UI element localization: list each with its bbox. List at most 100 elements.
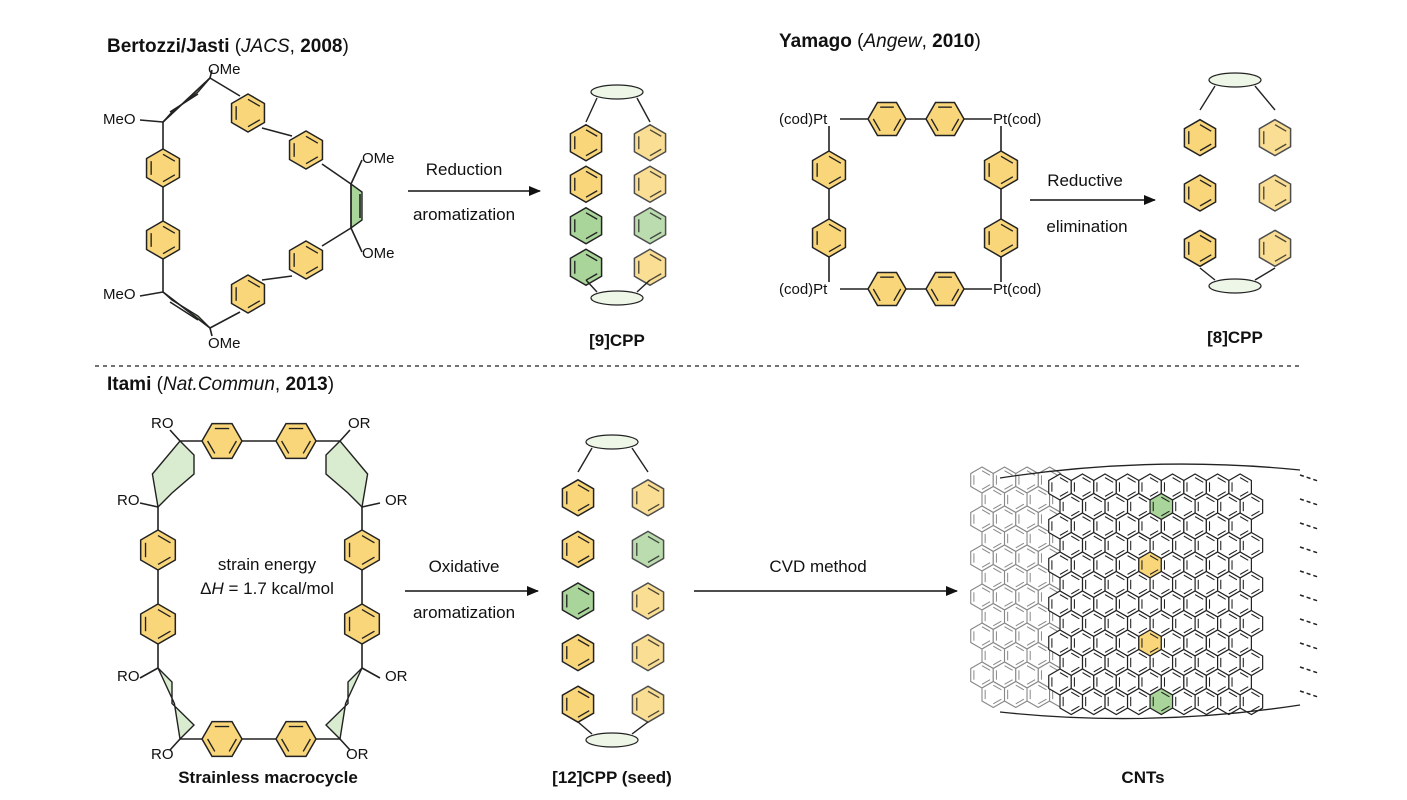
double-bond <box>930 118 939 132</box>
double-bond <box>585 231 598 240</box>
double-bond <box>828 244 842 253</box>
double-bond <box>1026 562 1036 568</box>
double-bond <box>1161 496 1170 503</box>
double-bond <box>1038 620 1047 627</box>
double-bond <box>1082 672 1091 678</box>
double-bond <box>281 440 290 454</box>
double-bond <box>1059 516 1069 522</box>
double-bond <box>1161 691 1170 698</box>
yamago-pt-square <box>811 101 1019 307</box>
double-bond <box>1070 627 1080 634</box>
double-bond <box>1093 613 1103 620</box>
arrow-reductive-label-2: elimination <box>1046 217 1127 236</box>
double-bond <box>1194 686 1204 692</box>
label-or-lower-right: OR <box>385 668 408 685</box>
double-bond <box>1194 672 1204 678</box>
double-bond <box>1093 652 1103 659</box>
double-bond <box>1206 652 1215 659</box>
double-bond <box>1251 705 1260 712</box>
bond <box>261 275 293 281</box>
double-bond <box>1217 516 1226 522</box>
double-bond <box>1239 530 1249 536</box>
double-bond <box>1199 254 1212 262</box>
double-bond <box>577 484 590 492</box>
arrow-oxidative-label-1: Oxidative <box>429 557 500 576</box>
double-bond <box>1194 633 1204 639</box>
cnt-ring <box>1059 687 1084 716</box>
double-bond <box>1026 523 1036 529</box>
double-bond <box>1172 477 1181 483</box>
double-bond <box>247 300 261 309</box>
double-bond <box>1127 530 1136 536</box>
double-bond <box>1104 477 1114 483</box>
double-bond <box>1015 542 1025 549</box>
double-bond <box>993 620 1002 627</box>
double-bond <box>1070 691 1080 698</box>
double-bond <box>1138 666 1148 673</box>
double-bond <box>1274 234 1287 243</box>
double-bond <box>1217 608 1226 614</box>
double-bond <box>1038 489 1047 496</box>
double-bond <box>1206 510 1215 517</box>
double-bond <box>828 176 842 185</box>
hoop-ring-left <box>561 530 595 569</box>
heading-bertozzi: Bertozzi/Jasti (JACS, 2008) <box>107 36 349 57</box>
double-bond <box>1149 633 1159 639</box>
double-bond <box>1116 666 1125 673</box>
bond <box>139 667 159 679</box>
bond <box>162 291 211 329</box>
double-bond <box>1082 530 1091 536</box>
bond <box>350 159 363 185</box>
double-bond <box>1194 530 1204 536</box>
bond <box>321 163 352 185</box>
double-bond <box>1228 691 1238 698</box>
double-bond <box>1116 588 1125 595</box>
double-bond <box>1082 647 1091 653</box>
double-bond <box>585 212 598 220</box>
double-bond <box>872 118 881 132</box>
double-bond <box>1194 516 1204 522</box>
double-bond <box>981 587 991 593</box>
double-bond <box>828 223 842 232</box>
double-bond <box>207 440 216 454</box>
double-bond <box>1183 652 1193 659</box>
hoop-bottom-ring <box>590 290 644 306</box>
benzene-ring <box>275 720 317 758</box>
hoop-ring-left <box>569 123 603 162</box>
cnt-ring <box>1149 570 1174 599</box>
double-bond <box>1149 594 1159 600</box>
double-bond <box>302 440 311 454</box>
hoop-ring-right <box>633 123 667 162</box>
double-bond <box>361 609 375 618</box>
label-or-bottom-right: OR <box>346 746 369 763</box>
benzene-ring <box>867 271 907 307</box>
double-bond <box>1059 608 1069 614</box>
double-bond <box>1149 569 1159 575</box>
double-bond <box>247 98 261 107</box>
double-bond <box>1093 549 1103 556</box>
double-bond <box>1049 665 1058 671</box>
double-bond <box>1228 510 1238 517</box>
double-bond <box>1104 491 1114 497</box>
double-bond <box>1070 510 1080 517</box>
double-bond <box>1127 555 1136 561</box>
double-bond <box>1199 198 1212 207</box>
double-bond <box>157 556 171 565</box>
double-bond <box>1194 491 1204 497</box>
hoop-ring-right <box>633 248 667 287</box>
double-bond <box>1274 254 1287 262</box>
hoop-ring-right <box>631 530 665 569</box>
double-bond <box>1004 601 1013 607</box>
double-bond <box>1149 477 1159 483</box>
double-bond <box>1004 523 1013 529</box>
bond <box>139 119 164 123</box>
benzene-ring <box>230 274 266 314</box>
hoop-ring-left <box>561 685 595 724</box>
double-bond <box>585 190 598 198</box>
hoop-ring-left <box>1183 118 1217 157</box>
double-bond <box>1093 510 1103 517</box>
double-bond <box>157 609 171 618</box>
double-bond <box>1093 627 1103 634</box>
double-bond <box>1183 613 1193 620</box>
